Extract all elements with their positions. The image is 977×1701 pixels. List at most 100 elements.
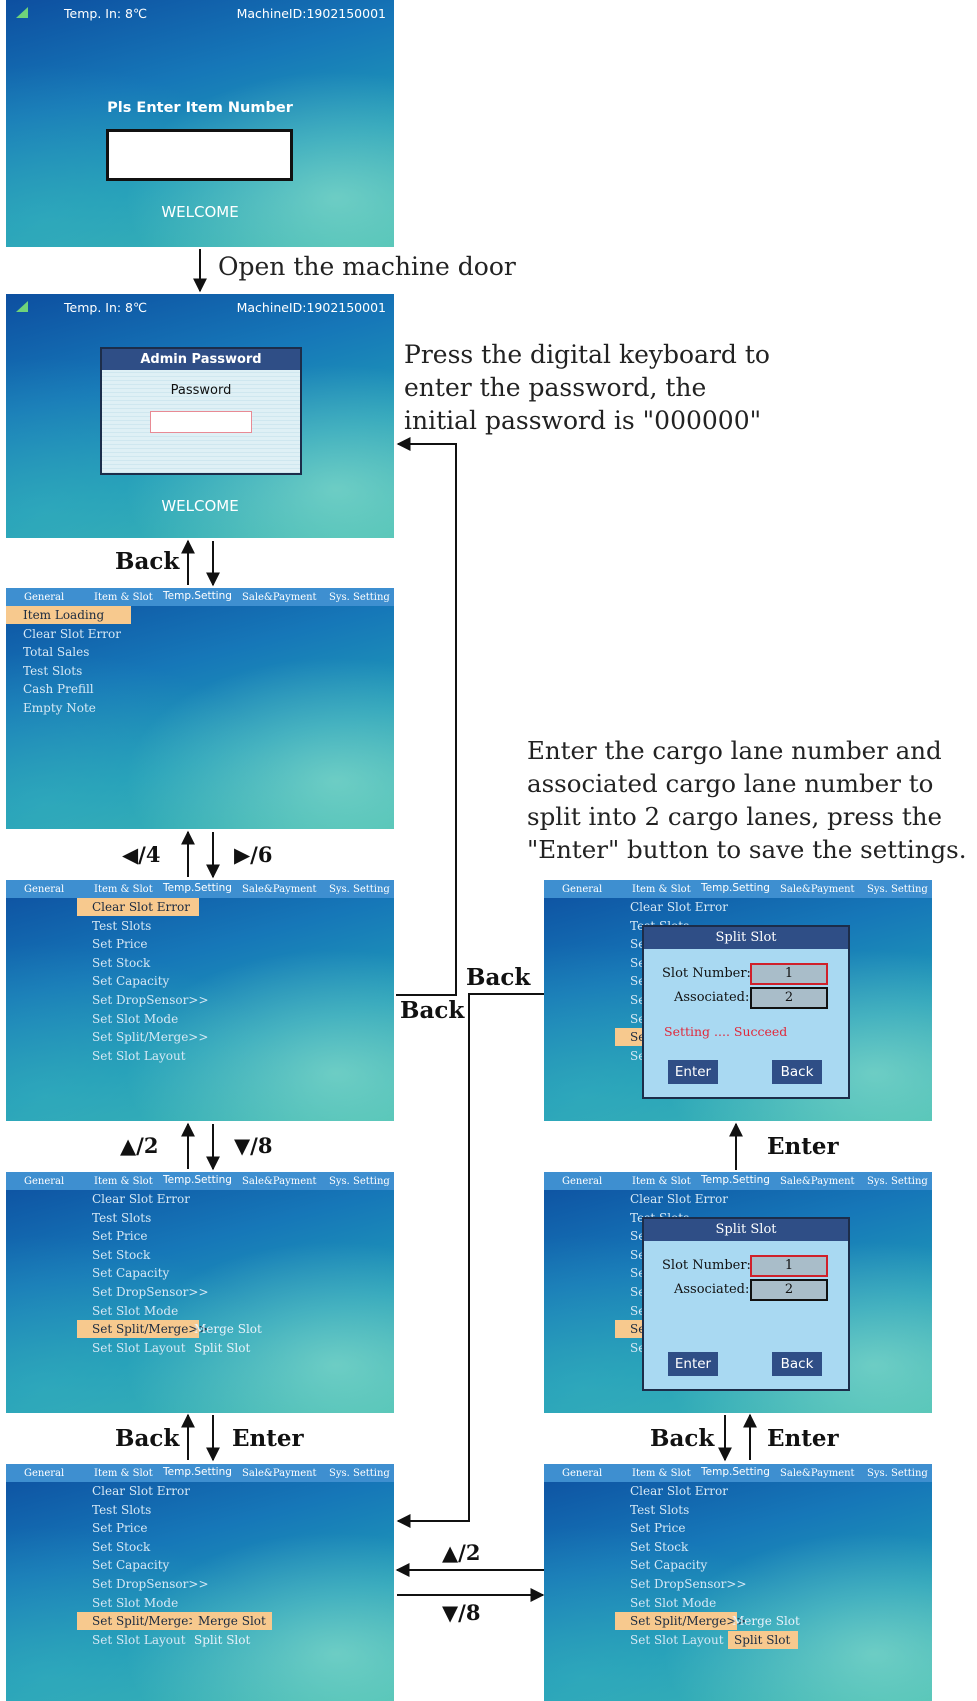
associated-input[interactable]: 2 (750, 987, 828, 1009)
tab-temp-setting[interactable]: Temp.Setting (701, 1466, 770, 1478)
item-number-input[interactable] (106, 129, 293, 181)
tab-general[interactable]: General (24, 592, 65, 603)
general-menu-item[interactable]: Cash Prefill (23, 682, 94, 697)
slot-menu-item[interactable]: Test Slots (92, 918, 152, 933)
slot-menu-item[interactable]: Set Stock (92, 955, 151, 970)
tab-sale-payment[interactable]: Sale&Payment (242, 884, 317, 895)
tab-temp-setting[interactable]: Temp.Setting (163, 882, 232, 894)
slot-menu-item[interactable]: Set Slot Mode (92, 1011, 179, 1026)
tab-general[interactable]: General (562, 884, 603, 895)
submenu-merge-slot[interactable]: Merge Slot (194, 1322, 262, 1337)
slot-menu-item[interactable]: Test Slots (92, 1502, 152, 1517)
tab-sys-setting[interactable]: Sys. Setting (329, 592, 390, 603)
slot-menu-item[interactable]: Set Capacity (92, 974, 170, 989)
tab-sys-setting[interactable]: Sys. Setting (329, 1468, 390, 1479)
tab-item-slot[interactable]: Item & Slot (632, 1176, 691, 1187)
tab-sale-payment[interactable]: Sale&Payment (242, 592, 317, 603)
slot-menu-item[interactable]: Set Capacity (92, 1266, 170, 1281)
slot-number-input[interactable]: 1 (750, 1255, 828, 1277)
slot-menu-item[interactable]: Set Slot Layout (630, 1632, 724, 1647)
submenu-split-slot[interactable]: Split Slot (194, 1340, 251, 1355)
slot-menu-item[interactable]: Set DropSensor>> (92, 993, 209, 1007)
password-input[interactable] (150, 411, 252, 433)
slot-menu-item[interactable]: Set Price (92, 937, 148, 952)
tab-sale-payment[interactable]: Sale&Payment (780, 884, 855, 895)
associated-input[interactable]: 2 (750, 1279, 828, 1301)
tab-sys-setting[interactable]: Sys. Setting (329, 884, 390, 895)
slot-menu-item[interactable]: Set Slot Mode (92, 1595, 179, 1610)
general-menu-item[interactable]: Item Loading (6, 606, 131, 624)
slot-menu-item[interactable]: Clear Slot Error (92, 1192, 190, 1206)
tab-item-slot[interactable]: Item & Slot (94, 884, 153, 895)
slot-menu-item[interactable]: Set Capacity (92, 1558, 170, 1573)
slot-menu-item[interactable]: Set Split/Merge>> (615, 1612, 746, 1631)
tab-item-slot[interactable]: Item & Slot (94, 1176, 153, 1187)
slot-menu-item[interactable]: Set Slot Layout (92, 1632, 186, 1647)
slot-menu-item[interactable]: Clear Slot Error (77, 898, 199, 916)
slot-menu-item[interactable]: Set Slot Mode (630, 1595, 717, 1610)
general-menu-item[interactable]: Test Slots (23, 663, 83, 678)
menu-bar: General Item & Slot Temp.Setting Sale&Payme… (6, 880, 394, 898)
slot-menu-item[interactable]: Set DropSensor>> (92, 1285, 209, 1299)
tab-general[interactable]: General (24, 1176, 65, 1187)
slot-menu-item[interactable]: Set Stock (630, 1539, 689, 1554)
enter-button[interactable]: Enter (668, 1060, 718, 1084)
tab-sale-payment[interactable]: Sale&Payment (242, 1468, 317, 1479)
slot-menu-item[interactable]: Set DropSensor>> (630, 1577, 747, 1591)
submenu-split-slot[interactable]: Split Slot (728, 1630, 798, 1649)
tab-sys-setting[interactable]: Sys. Setting (867, 1176, 928, 1187)
slot-menu-item[interactable]: Set Price (92, 1229, 148, 1244)
up2-horizontal-label: ▲/2 (442, 1540, 481, 1565)
tab-temp-setting[interactable]: Temp.Setting (163, 1174, 232, 1186)
screen-split-dialog-saved: General Item & Slot Temp.Setting Sale&Payme… (544, 880, 932, 1121)
temp-readout: Temp. In: 8℃ (64, 6, 148, 21)
tab-item-slot[interactable]: Item & Slot (632, 1468, 691, 1479)
tab-sale-payment[interactable]: Sale&Payment (780, 1468, 855, 1479)
tab-sale-payment[interactable]: Sale&Payment (780, 1176, 855, 1187)
tab-sys-setting[interactable]: Sys. Setting (329, 1176, 390, 1187)
slot-number-input[interactable]: 1 (750, 963, 828, 985)
slot-menu-item[interactable]: Set Split/Merge>> (92, 1030, 209, 1045)
tab-general[interactable]: General (24, 1468, 65, 1479)
tab-general[interactable]: General (562, 1468, 603, 1479)
tab-sys-setting[interactable]: Sys. Setting (867, 884, 928, 895)
enter-button[interactable]: Enter (668, 1352, 718, 1376)
slot-menu-item[interactable]: Clear Slot Error (630, 1484, 728, 1498)
slot-menu-item[interactable]: Set Slot Layout (92, 1048, 186, 1063)
slot-menu-item[interactable]: Set Slot Layout (92, 1340, 186, 1355)
tab-sale-payment[interactable]: Sale&Payment (242, 1176, 317, 1187)
back-button[interactable]: Back (772, 1060, 822, 1084)
slot-menu-item[interactable]: Set Price (630, 1521, 686, 1536)
tab-general[interactable]: General (562, 1176, 603, 1187)
tab-sys-setting[interactable]: Sys. Setting (867, 1468, 928, 1479)
slot-menu-item[interactable]: Set DropSensor>> (92, 1577, 209, 1591)
slot-menu-item[interactable]: Set Capacity (630, 1558, 708, 1573)
tab-item-slot[interactable]: Item & Slot (94, 592, 153, 603)
slot-menu-item[interactable]: Set Split/Merge>> (77, 1320, 208, 1339)
slot-menu-item[interactable]: Set Slot Mode (92, 1303, 179, 1318)
slot-menu-item[interactable]: Clear Slot Error (92, 1484, 190, 1498)
tab-item-slot[interactable]: Item & Slot (632, 884, 691, 895)
general-menu-item[interactable]: Empty Note (23, 701, 96, 715)
slot-menu-item[interactable]: Set Split/Merge>> (77, 1612, 208, 1631)
slot-menu-item[interactable]: Set Price (92, 1521, 148, 1536)
slot-menu-item[interactable]: Clear Slot Error (630, 1192, 728, 1206)
general-menu-item[interactable]: Total Sales (23, 645, 90, 660)
submenu-merge-slot[interactable]: Merge Slot (732, 1614, 800, 1629)
tab-temp-setting[interactable]: Temp.Setting (163, 590, 232, 602)
back-button[interactable]: Back (772, 1352, 822, 1376)
slot-menu-item[interactable]: Test Slots (92, 1210, 152, 1225)
general-menu-item[interactable]: Clear Slot Error (23, 626, 121, 641)
tab-temp-setting[interactable]: Temp.Setting (701, 882, 770, 894)
slot-menu-item[interactable]: Set Stock (92, 1247, 151, 1262)
tab-general[interactable]: General (24, 884, 65, 895)
tab-temp-setting[interactable]: Temp.Setting (701, 1174, 770, 1186)
submenu-merge-slot[interactable]: Merge Slot (192, 1612, 272, 1631)
note-line: Enter the cargo lane number and (527, 736, 942, 765)
slot-menu-item[interactable]: Set Stock (92, 1539, 151, 1554)
slot-menu-item[interactable]: Clear Slot Error (630, 900, 728, 914)
slot-menu-item[interactable]: Test Slots (630, 1502, 690, 1517)
submenu-split-slot[interactable]: Split Slot (194, 1632, 251, 1647)
tab-temp-setting[interactable]: Temp.Setting (163, 1466, 232, 1478)
tab-item-slot[interactable]: Item & Slot (94, 1468, 153, 1479)
